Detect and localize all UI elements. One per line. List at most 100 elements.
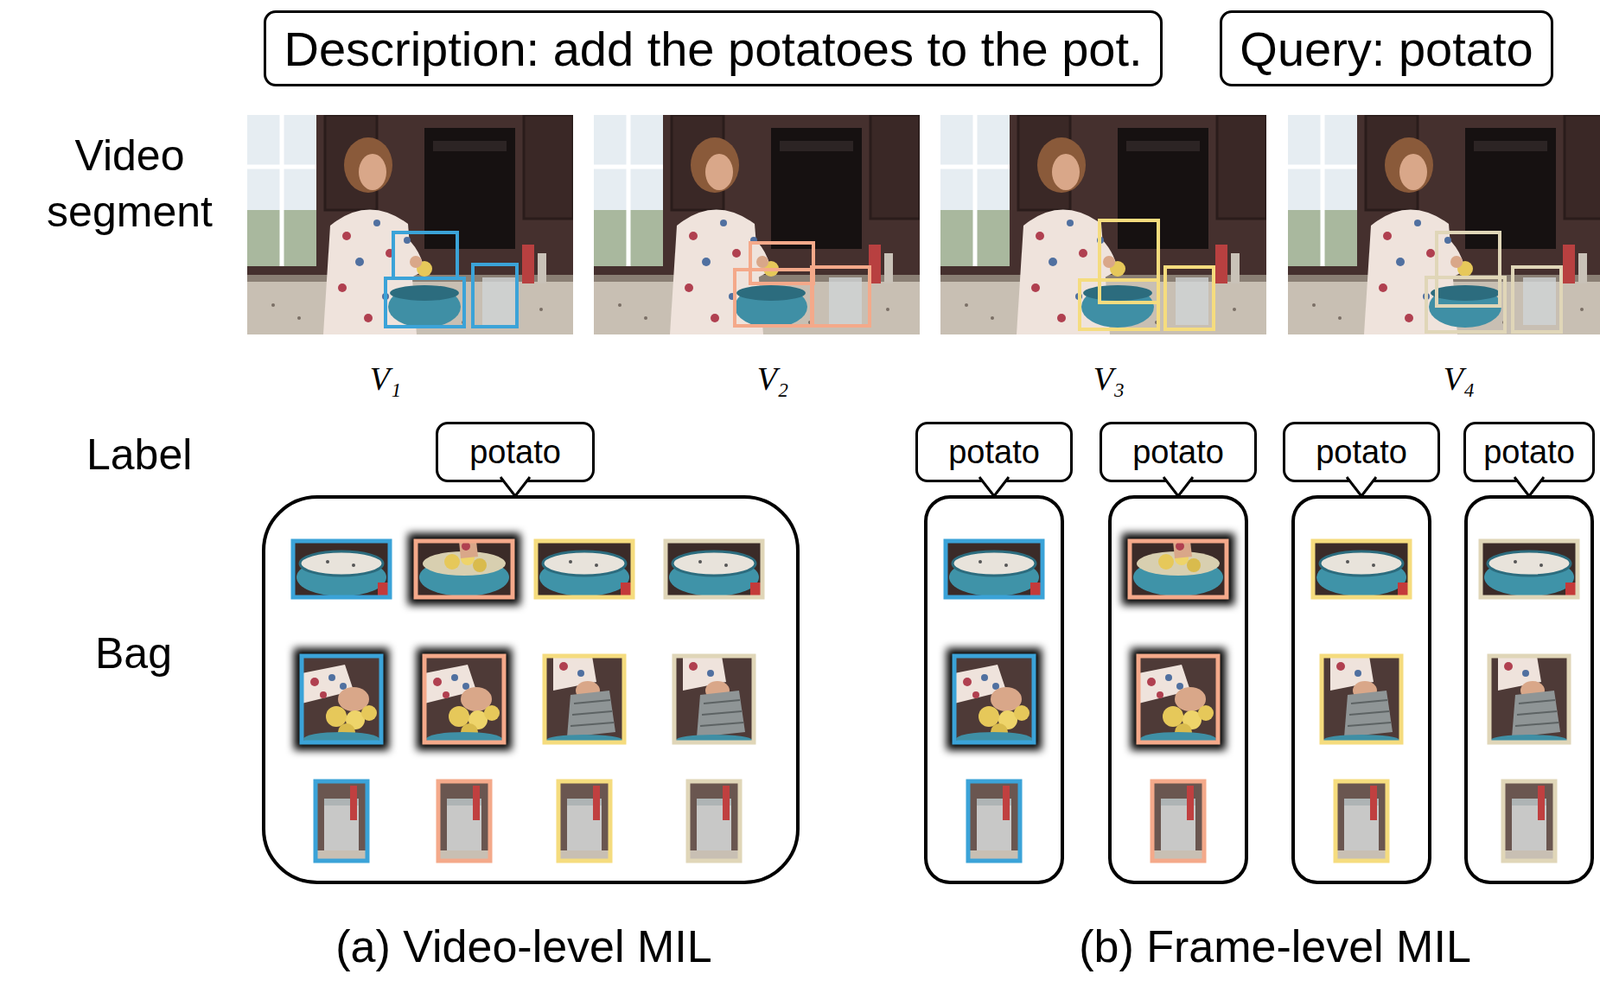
- region-crop: [535, 541, 633, 598]
- region-box: [1099, 220, 1159, 303]
- illustration-part: [1480, 541, 1578, 598]
- callout-tail: [1162, 477, 1194, 498]
- illustration-part: [293, 648, 389, 751]
- region-box: [393, 232, 458, 279]
- node-text: Query: potato: [1239, 20, 1533, 77]
- row-label: Label: [86, 427, 192, 484]
- illustration-part: [1121, 533, 1235, 606]
- label-slot: V₂: [757, 357, 789, 401]
- illustration-part: [315, 781, 368, 861]
- frame-index: V₁: [369, 357, 402, 401]
- callout-tail-edge: [1346, 477, 1377, 497]
- callout-tail: [1513, 477, 1545, 498]
- label-slot: (b) Frame-level MIL: [1078, 917, 1472, 977]
- video-frame: [593, 114, 920, 335]
- label-slot: Video segment: [21, 127, 238, 241]
- region-box: [385, 278, 465, 327]
- callout-tail-fill: [1345, 477, 1377, 497]
- node-text: potato: [1315, 433, 1408, 472]
- region-box: [750, 242, 814, 284]
- illustration-part: [1335, 781, 1388, 861]
- node-text: Description: add the potatoes to the pot…: [283, 20, 1142, 77]
- frame-image: [1287, 114, 1600, 335]
- illustration-part: [424, 656, 504, 746]
- illustration-part: [1321, 656, 1402, 746]
- illustration-part: [1489, 656, 1569, 743]
- region-crop: [416, 648, 512, 751]
- illustration-part: [315, 781, 368, 861]
- label-callout: potato: [1099, 421, 1257, 483]
- region-box: [1079, 280, 1159, 330]
- label-slot: V₄: [1443, 357, 1475, 401]
- illustration-part: [1129, 541, 1227, 598]
- region-crop: [968, 781, 1020, 861]
- callout-tail-edge: [500, 477, 530, 497]
- callout-tail-fill: [978, 477, 1010, 497]
- illustration-part: [407, 533, 521, 606]
- region-box: [1426, 277, 1505, 332]
- callout-tail-fill: [499, 477, 531, 497]
- video-frame: [940, 114, 1267, 335]
- callout-tail: [1345, 477, 1377, 498]
- region-box: [472, 264, 517, 327]
- node-text: potato: [1483, 433, 1575, 472]
- illustration-part: [1313, 541, 1410, 598]
- region-crop: [688, 781, 740, 861]
- bag-outline: [1293, 497, 1430, 883]
- region-crop: [1152, 781, 1205, 861]
- illustration-part: [535, 541, 633, 598]
- frame-image: [940, 114, 1267, 335]
- region-crop: [407, 533, 521, 606]
- illustration-part: [1138, 656, 1218, 743]
- callout-tail: [978, 477, 1010, 498]
- illustration-part: [946, 648, 1042, 751]
- callout-tail-fill: [1162, 477, 1194, 497]
- illustration-part: [1480, 541, 1578, 598]
- illustration-part: [665, 541, 763, 598]
- region-crop: [315, 781, 368, 861]
- region-crop: [1489, 656, 1569, 746]
- callout-tail-edge: [1163, 477, 1193, 497]
- label-slot: (a) Video-level MIL: [335, 917, 712, 977]
- illustration-part: [688, 781, 740, 861]
- label-callout: potato: [915, 421, 1073, 483]
- illustration-part: [415, 541, 513, 598]
- frame-index: V₄: [1443, 357, 1475, 401]
- callout-tail-fill: [1513, 477, 1545, 497]
- callout-tail: [499, 477, 531, 498]
- panel-caption: (a) Video-level MIL: [335, 917, 712, 977]
- illustration-part: [438, 781, 491, 861]
- illustration-part: [293, 541, 390, 598]
- node-text: potato: [469, 433, 561, 472]
- label-callout: potato: [435, 421, 595, 483]
- callout-tail-edge: [979, 477, 1009, 497]
- region-crop: [1130, 648, 1226, 751]
- illustration-part: [945, 541, 1043, 598]
- video-frame: [247, 114, 574, 335]
- illustration-part: [1130, 648, 1226, 751]
- illustration-part: [945, 541, 1043, 598]
- bag-outline: [263, 497, 798, 883]
- region-crop: [1335, 781, 1388, 861]
- illustration-part: [558, 781, 611, 861]
- illustration-part: [558, 781, 611, 861]
- region-crop: [1321, 656, 1402, 746]
- illustration-part: [1152, 781, 1205, 861]
- region-crop: [1503, 781, 1556, 861]
- query-box: Query: potato: [1219, 10, 1554, 87]
- illustration-part: [968, 781, 1020, 861]
- panel-caption: (b) Frame-level MIL: [1078, 917, 1472, 977]
- label-slot: V₁: [369, 357, 402, 401]
- frame-index: V₃: [1093, 357, 1125, 401]
- frame-image: [593, 114, 920, 335]
- region-box: [811, 267, 870, 326]
- callout-tail-edge: [1514, 477, 1544, 497]
- illustration-part: [1503, 781, 1556, 861]
- illustration-part: [544, 656, 625, 746]
- illustration-part: [301, 656, 382, 743]
- row-label: Bag: [95, 625, 173, 683]
- illustration-part: [535, 541, 633, 598]
- illustration-part: [301, 656, 382, 746]
